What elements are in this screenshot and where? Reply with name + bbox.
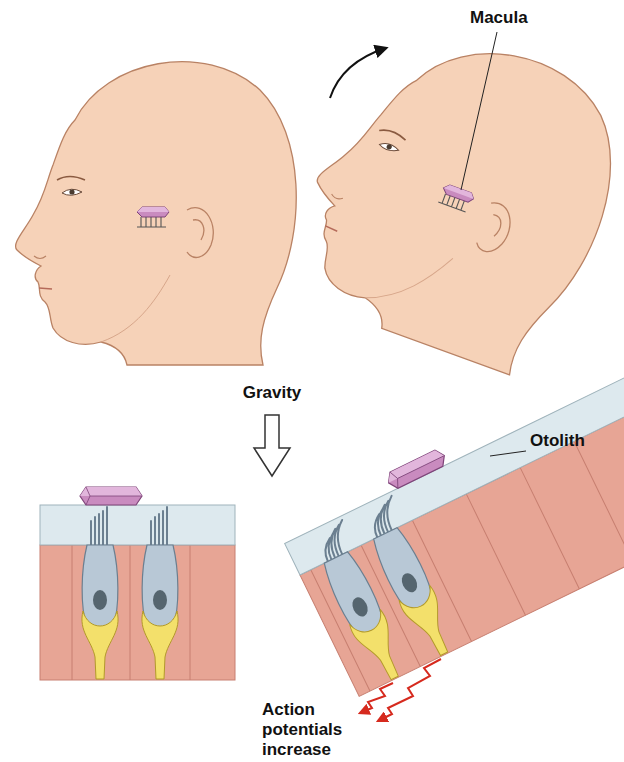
head-upright (16, 62, 297, 365)
macula-section-upright (40, 505, 235, 545)
force-label: Gravity (243, 383, 302, 403)
macula-section-tilted (369, 525, 460, 661)
leader-line (461, 32, 497, 190)
macula-section-upright (72, 545, 190, 680)
macula-section-upright (40, 487, 235, 680)
tilt-arrow (330, 48, 386, 98)
leader-line (490, 451, 526, 456)
part-label: Otolith (530, 431, 585, 451)
macula-section-tilted (277, 361, 624, 697)
macula-section-upright (142, 545, 178, 679)
macula-section-upright (151, 507, 167, 545)
part-label: Macula (470, 8, 528, 28)
macula-section-upright (91, 507, 167, 545)
macula-section-upright (91, 507, 107, 545)
note-label: Action potentials increase (262, 700, 362, 760)
macula-section-tilted (300, 408, 624, 696)
action-potential-arrow (378, 659, 441, 721)
macula-section-upright (82, 545, 118, 679)
macula-section-tilted (385, 448, 449, 491)
gravity-arrow (254, 415, 290, 476)
head-tilted (277, 5, 624, 386)
macula-section-tilted (285, 377, 624, 575)
macula-section-upright (40, 545, 235, 680)
macula-section-upright (80, 487, 142, 505)
